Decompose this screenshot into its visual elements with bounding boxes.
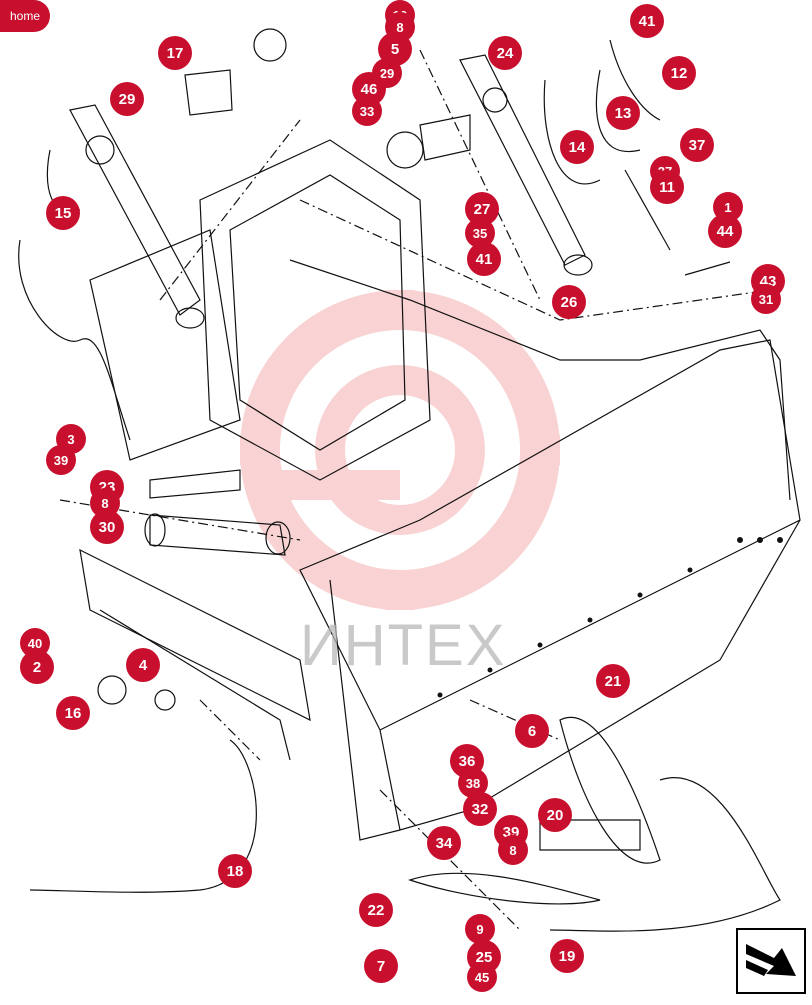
part-callout-6[interactable]: 6 [515,714,549,748]
part-callout-37[interactable]: 37 [680,128,714,162]
right-lift-cylinder [459,54,586,266]
push-arm [79,548,311,722]
part-callout-24[interactable]: 24 [488,36,522,70]
part-callout-14[interactable]: 14 [560,130,594,164]
part-callout-34[interactable]: 34 [427,826,461,860]
part-callout-4[interactable]: 4 [126,648,160,682]
part-callout-33[interactable]: 33 [352,96,382,126]
watermark-text: ИНТЕХ [300,613,507,678]
watermark-gear-icon [240,290,560,610]
part-callout-22[interactable]: 22 [359,893,393,927]
left-lift-cylinder [69,104,201,316]
home-link[interactable]: home [0,0,50,32]
part-callout-2[interactable]: 2 [20,650,54,684]
part-callout-31[interactable]: 31 [751,284,781,314]
guard-21 [559,716,661,864]
next-page-arrow-icon[interactable] [736,928,806,994]
part-callout-12[interactable]: 12 [662,56,696,90]
part-callout-7[interactable]: 7 [364,949,398,983]
part-callout-45[interactable]: 45 [467,962,497,992]
part-callout-19[interactable]: 19 [550,939,584,973]
part-callout-32[interactable]: 32 [463,792,497,826]
part-callout-17[interactable]: 17 [158,36,192,70]
dozer-blade [299,339,801,731]
tilt-cylinder [149,514,286,556]
part-callout-21[interactable]: 21 [596,664,630,698]
part-callout-44[interactable]: 44 [708,214,742,248]
hose-18 [29,739,257,893]
part-callout-39[interactable]: 39 [46,445,76,475]
arrow-glyph [746,944,796,976]
part-callout-20[interactable]: 20 [538,798,572,832]
part-callout-30[interactable]: 30 [90,510,124,544]
part-callout-8[interactable]: 8 [498,835,528,865]
part-callout-9[interactable]: 9 [465,914,495,944]
part-callout-26[interactable]: 26 [552,285,586,319]
part-callout-41[interactable]: 41 [467,242,501,276]
part-callout-13[interactable]: 13 [606,96,640,130]
part-callout-29[interactable]: 29 [110,82,144,116]
hose-19 [549,777,781,932]
guard-22 [408,872,601,905]
part-callout-15[interactable]: 15 [46,196,80,230]
part-callout-41[interactable]: 41 [630,4,664,38]
part-callout-16[interactable]: 16 [56,696,90,730]
left-side-plate [89,229,241,461]
part-callout-11[interactable]: 11 [650,170,684,204]
part-callout-18[interactable]: 18 [218,854,252,888]
main-frame [199,139,431,481]
